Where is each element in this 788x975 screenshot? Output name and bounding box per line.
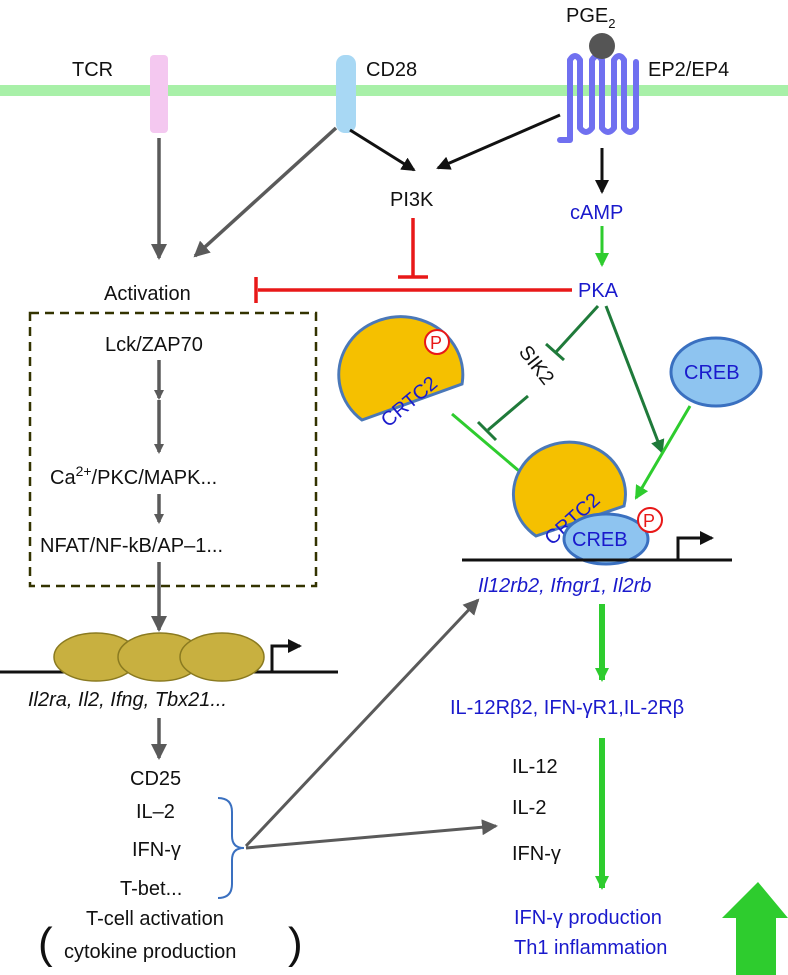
- receptors-label: IL-12Rβ2, IFN-γR1,IL-2Rβ: [450, 697, 684, 719]
- tbet-label: T-bet...: [120, 878, 182, 900]
- il12-right-label: IL-12: [512, 756, 558, 778]
- phospho-free-icon: [424, 329, 450, 355]
- ifng-left-label: IFN-γ: [132, 839, 181, 861]
- arrow-brace-il-list: [245, 819, 498, 850]
- il2-right-label: IL-2: [512, 797, 546, 819]
- caption-paren-open: (: [38, 919, 53, 968]
- inhibit-sik2-crtc2: [487, 394, 529, 432]
- cd28-receptor: [336, 55, 356, 133]
- arrow-cd28-activation: [193, 126, 338, 258]
- phospho-complex-label: P: [643, 511, 655, 531]
- phospho-free-label: P: [430, 333, 442, 353]
- pka-label: PKA: [578, 280, 619, 302]
- creb-complex: [562, 512, 650, 566]
- cell-membrane: [0, 85, 788, 96]
- pi3k-label: PI3K: [390, 189, 434, 211]
- right-genes-label: Il12rb2, Ifngr1, Il2rb: [478, 575, 651, 597]
- arrow-ep-pi3k: [436, 113, 561, 170]
- caption-line1: T-cell activation: [86, 908, 224, 930]
- ep2-ep4-label: EP2/EP4: [648, 59, 729, 81]
- tss-left-icon: [270, 639, 302, 672]
- result-line2: Th1 inflammation: [514, 937, 667, 959]
- creb-free-label: CREB: [684, 362, 740, 384]
- left-genes-label: Il2ra, Il2, Ifng, Tbx21...: [28, 689, 227, 711]
- nucleosome-3: [179, 632, 265, 682]
- arrow-brace-receptor-genes: [244, 598, 480, 848]
- nfat-label: NFAT/NF-kB/AP–1...: [40, 535, 223, 557]
- il2-left-label: IL–2: [136, 801, 175, 823]
- inhibit-sik2-crtc2-bar: [476, 420, 498, 442]
- arrow-pka-complex: [604, 305, 665, 454]
- activation-label: Activation: [104, 283, 191, 305]
- tcr-receptor: [150, 55, 168, 133]
- pge2-ligand: [589, 33, 615, 59]
- increase-arrow-icon: [722, 882, 788, 975]
- ep2-ep4-receptor: [557, 53, 639, 143]
- lck-zap70-label: Lck/ZAP70: [105, 334, 203, 356]
- arrow-creb-complex: [634, 405, 692, 500]
- cascade-box: [28, 311, 318, 588]
- inhibit-pka-sik2-bar: [545, 342, 565, 362]
- caption-line2: cytokine production: [64, 941, 236, 963]
- tss-right-icon: [676, 531, 714, 560]
- inhibit-pka-sik2: [554, 304, 600, 354]
- camp-label: cAMP: [570, 202, 623, 224]
- creb-complex-label: CREB: [572, 529, 628, 551]
- ca-pkc-label: Ca2+/PKC/MAPK...: [50, 463, 217, 489]
- arrow-cd28-pi3k: [349, 128, 416, 172]
- creb-free: [669, 336, 763, 408]
- cd28-label: CD28: [366, 59, 417, 81]
- ifng-right-label: IFN-γ: [512, 843, 561, 865]
- result-line1: IFN-γ production: [514, 907, 662, 929]
- tcr-label: TCR: [72, 59, 113, 81]
- pge2-label: PGE2: [566, 5, 615, 31]
- crtc2-complex: [512, 440, 627, 538]
- cd25-label: CD25: [130, 768, 181, 790]
- phospho-complex-icon: [637, 507, 663, 533]
- cytokine-brace: [217, 797, 245, 899]
- caption-paren-close: ): [288, 919, 303, 968]
